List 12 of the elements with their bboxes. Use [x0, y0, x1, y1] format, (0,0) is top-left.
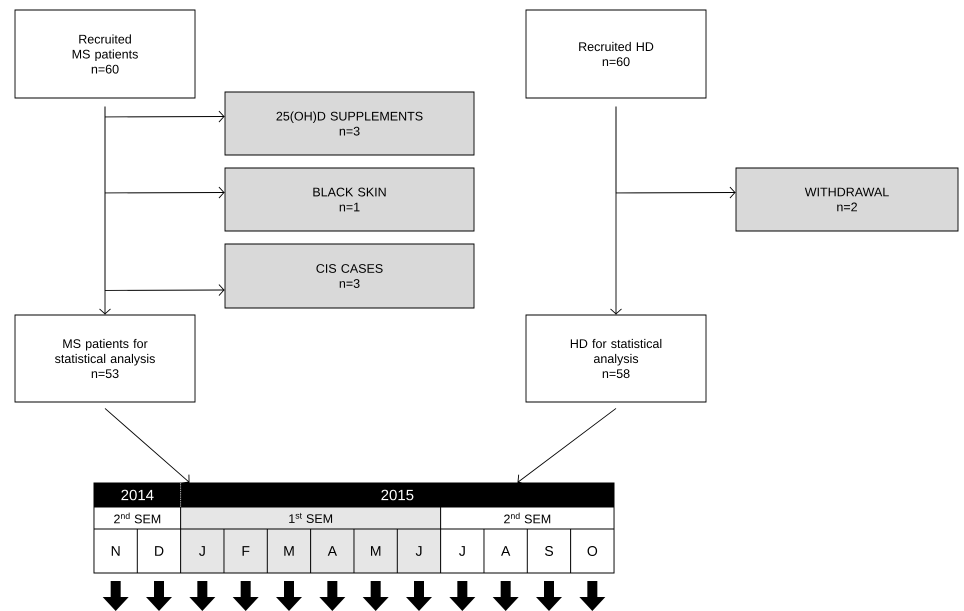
exclusion-box: CIS CASES n=3: [224, 244, 474, 308]
arrow: [616, 106, 736, 198]
process-box: HD for statistical analysis n=58: [526, 314, 706, 402]
exclusion-box: BLACK SKIN n=1: [224, 168, 474, 232]
arrow: [104, 408, 190, 484]
exclusion-box: 25(OH)D SUPPLEMENTS n=3: [224, 92, 474, 156]
process-box: MS patients for statistical analysis n=53: [14, 314, 196, 402]
arrow: [518, 408, 616, 484]
process-box: Recruited HD n=60: [526, 10, 706, 98]
process-box: Recruited MS patients n=60: [14, 10, 196, 98]
exclusion-box: WITHDRAWAL n=2: [736, 168, 958, 232]
arrow: [104, 106, 225, 296]
